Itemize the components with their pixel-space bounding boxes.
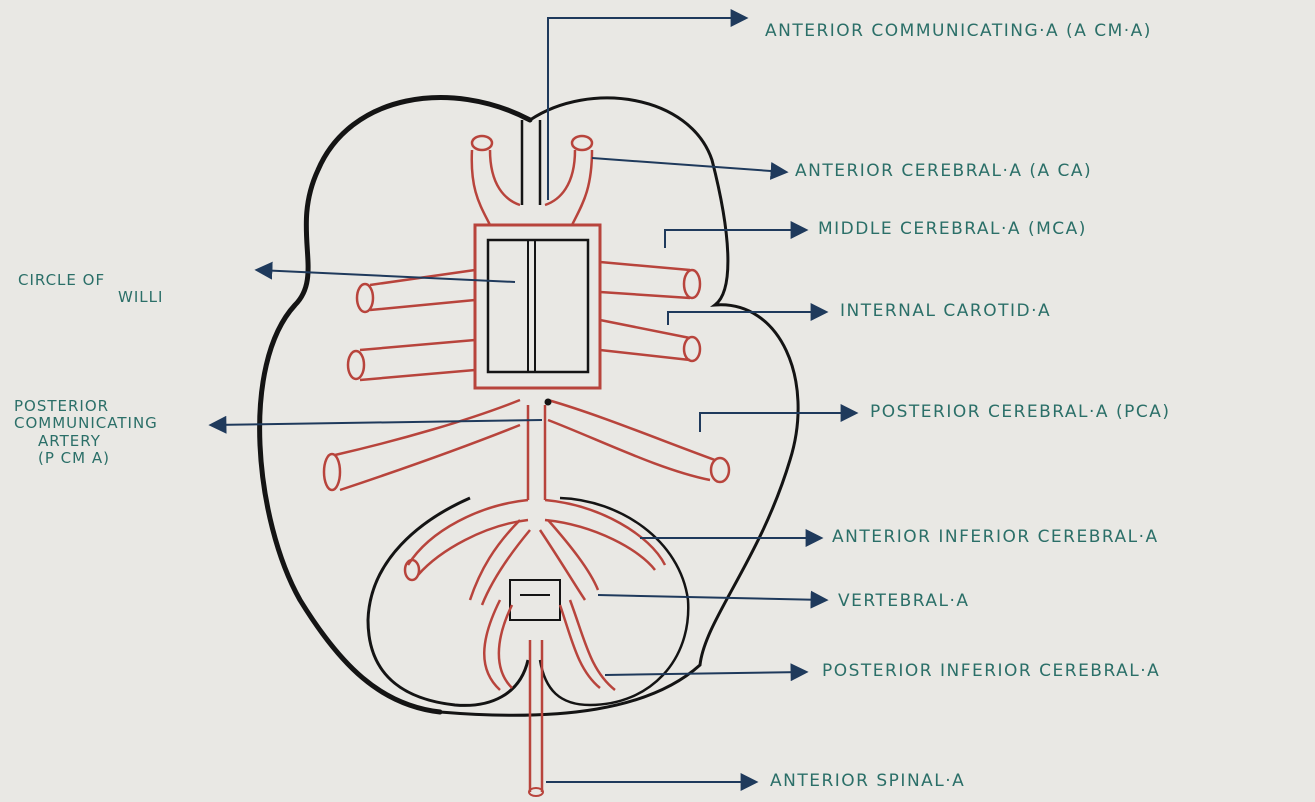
label-internal-carotid-artery: INTERNAL CAROTID·A	[840, 302, 1051, 322]
basilar-top-dot	[545, 399, 552, 406]
label-posterior-communicating-line4: (P CM A)	[14, 450, 158, 467]
anterior-cerebral-artery-left	[472, 150, 520, 225]
label-circle-of-willis-line2: WILLI	[18, 289, 163, 306]
leader-posterior-cerebral	[700, 413, 855, 432]
label-middle-cerebral-artery: MIDDLE CEREBRAL·A (MCA)	[818, 220, 1087, 240]
posterior-inferior-cerebral-artery-left	[484, 600, 512, 690]
label-posterior-communicating-artery: POSTERIOR COMMUNICATING ARTERY (P CM A)	[14, 398, 158, 467]
posterior-inferior-cerebral-artery-right	[560, 600, 615, 690]
posterior-cerebral-stub-right	[711, 458, 729, 482]
anterior-cerebral-artery-right	[545, 150, 592, 225]
label-anterior-communicating-artery: ANTERIOR COMMUNICATING·A (A CM·A)	[765, 22, 1152, 42]
anterior-cerebral-stub-left	[472, 136, 492, 150]
vertebral-junction	[510, 580, 560, 620]
internal-carotid-stub-right	[684, 337, 700, 361]
anterior-inferior-cerebral-artery-right	[545, 500, 665, 570]
posterior-cerebral-artery-left	[335, 400, 520, 490]
brain-outline-right	[440, 98, 798, 715]
middle-cerebral-artery-right	[600, 262, 690, 298]
label-posterior-communicating-line2: COMMUNICATING	[14, 415, 158, 432]
vertebral-artery-right	[540, 520, 598, 600]
internal-carotid-artery-right	[600, 320, 690, 360]
posterior-cerebral-stub-left	[324, 454, 340, 490]
internal-carotid-artery-left	[360, 340, 475, 380]
label-posterior-inferior-cerebral-artery: POSTERIOR INFERIOR CEREBRAL·A	[822, 662, 1160, 682]
posterior-cerebral-artery-right	[548, 400, 715, 480]
label-circle-of-willis-line1: CIRCLE OF	[18, 272, 163, 289]
label-posterior-communicating-line3: ARTERY	[14, 433, 158, 450]
label-anterior-cerebral-artery: ANTERIOR CEREBRAL·A (A CA)	[795, 162, 1092, 182]
middle-cerebral-stub-left	[357, 284, 373, 312]
label-posterior-communicating-line1: POSTERIOR	[14, 398, 158, 415]
internal-carotid-stub-left	[348, 351, 364, 379]
leader-middle-cerebral	[665, 230, 805, 248]
label-circle-of-willis: CIRCLE OF WILLI	[18, 272, 163, 307]
circle-of-willis-midline	[528, 240, 535, 372]
label-vertebral-artery: VERTEBRAL·A	[838, 592, 970, 612]
anterior-cerebral-stub-right	[572, 136, 592, 150]
circle-of-willis-inner	[488, 240, 588, 372]
anterior-inferior-stub-left	[405, 560, 419, 580]
leader-posterior-inferior-cerebral	[605, 672, 805, 675]
anterior-inferior-cerebral-artery-left	[408, 500, 528, 575]
brain-outline-left	[260, 98, 530, 712]
label-posterior-cerebral-artery: POSTERIOR CEREBRAL·A (PCA)	[870, 403, 1170, 423]
label-anterior-inferior-cerebral-artery: ANTERIOR INFERIOR CEREBRAL·A	[832, 528, 1159, 548]
leader-anterior-cerebral	[592, 158, 785, 172]
longitudinal-fissure	[522, 120, 540, 205]
label-anterior-spinal-artery: ANTERIOR SPINAL·A	[770, 772, 965, 792]
leader-internal-carotid	[668, 312, 825, 325]
circle-of-willis-outer	[475, 225, 600, 388]
middle-cerebral-stub-right	[684, 270, 700, 298]
leader-vertebral	[598, 595, 825, 600]
